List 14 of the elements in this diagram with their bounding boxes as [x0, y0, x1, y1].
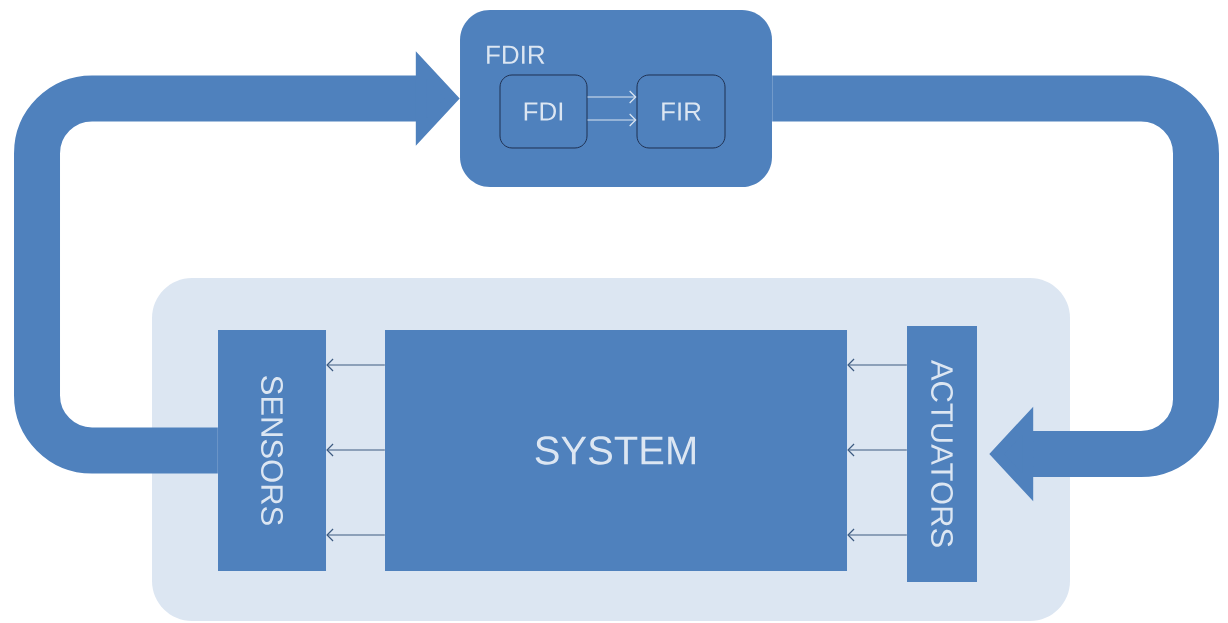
arrow [847, 358, 908, 372]
arrow [847, 528, 908, 542]
system-box: SYSTEM [385, 330, 847, 571]
sensors-bar: SENSORS [218, 330, 326, 571]
arrow [326, 443, 386, 457]
arrow [326, 358, 386, 372]
module-box: FDI [499, 74, 588, 149]
arrow [586, 90, 637, 104]
arrow [847, 443, 908, 457]
module-box: FIR [636, 74, 726, 149]
arrow [326, 528, 386, 542]
actuators-bar: ACTUATORS [907, 326, 977, 582]
flow-arrow [772, 75, 1219, 502]
arrow [586, 113, 637, 127]
